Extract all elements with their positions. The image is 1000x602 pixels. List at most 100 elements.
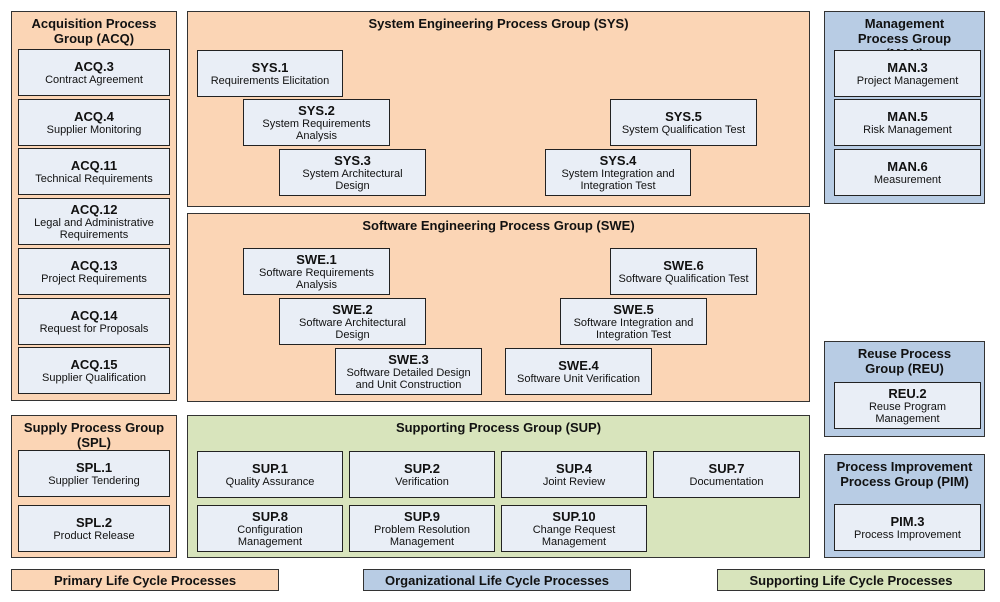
process-name: Software Architectural Design	[299, 316, 406, 341]
process-sup9[interactable]: SUP.9 Problem Resolution Management	[349, 505, 495, 552]
process-name: Software Requirements Analysis	[259, 266, 374, 291]
process-name: Software Unit Verification	[517, 372, 640, 385]
process-id: SYS.1	[251, 59, 289, 75]
process-name: Software Detailed Design and Unit Constr…	[346, 366, 471, 391]
process-name: Software Integration and Integration Tes…	[573, 316, 694, 341]
group-acq-title: Acquisition Process Group (ACQ)	[31, 16, 157, 46]
process-name: Quality Assurance	[225, 475, 315, 488]
process-id: ACQ.14	[70, 307, 118, 323]
process-name: Supplier Monitoring	[46, 123, 142, 136]
process-id: SPL.1	[75, 459, 113, 475]
process-acq11[interactable]: ACQ.11 Technical Requirements	[18, 148, 170, 195]
group-pim-title: Process Improvement Process Group (PIM)	[836, 459, 973, 489]
process-reu2[interactable]: REU.2 Reuse Program Management	[834, 382, 981, 429]
process-id: ACQ.4	[74, 108, 114, 124]
process-id: SYS.5	[665, 108, 702, 124]
process-id: SUP.10	[552, 508, 596, 524]
process-name: Process Improvement	[854, 528, 961, 541]
group-sup-title: Supporting Process Group (SUP)	[395, 420, 602, 435]
process-man3[interactable]: MAN.3 Project Management	[834, 50, 981, 97]
group-spl: Supply Process Group (SPL) SPL.1 Supplie…	[11, 415, 177, 558]
process-sys4[interactable]: SYS.4 System Integration and Integration…	[545, 149, 691, 196]
process-id: SWE.6	[663, 257, 704, 273]
process-sys1[interactable]: SYS.1 Requirements Elicitation	[197, 50, 343, 97]
process-name: Legal and Administrative Requirements	[34, 216, 154, 241]
process-id: SUP.8	[252, 508, 288, 524]
process-name: System Requirements Analysis	[262, 117, 371, 142]
process-id: SWE.5	[613, 301, 654, 317]
process-id: PIM.3	[890, 513, 925, 529]
process-acq13[interactable]: ACQ.13 Project Requirements	[18, 248, 170, 295]
process-id: ACQ.12	[70, 201, 118, 217]
process-name: Requirements Elicitation	[210, 74, 330, 87]
process-man5[interactable]: MAN.5 Risk Management	[834, 99, 981, 146]
process-sys3[interactable]: SYS.3 System Architectural Design	[279, 149, 426, 196]
group-acq: Acquisition Process Group (ACQ) ACQ.3 Co…	[11, 11, 177, 401]
process-name: Technical Requirements	[35, 172, 153, 185]
process-swe5[interactable]: SWE.5 Software Integration and Integrati…	[560, 298, 707, 345]
process-id: SYS.3	[334, 152, 371, 168]
process-sup4[interactable]: SUP.4 Joint Review	[501, 451, 647, 498]
process-swe2[interactable]: SWE.2 Software Architectural Design	[279, 298, 426, 345]
process-swe3[interactable]: SWE.3 Software Detailed Design and Unit …	[335, 348, 482, 395]
process-sup7[interactable]: SUP.7 Documentation	[653, 451, 800, 498]
group-swe-title: Software Engineering Process Group (SWE)	[362, 218, 635, 233]
process-id: ACQ.3	[74, 58, 114, 74]
process-man6[interactable]: MAN.6 Measurement	[834, 149, 981, 196]
process-name: Software Qualification Test	[618, 272, 749, 285]
process-name: Configuration Management	[237, 523, 303, 548]
process-sys2[interactable]: SYS.2 System Requirements Analysis	[243, 99, 390, 146]
group-man: Management Process Group (MAN) MAN.3 Pro…	[824, 11, 985, 204]
process-sys5[interactable]: SYS.5 System Qualification Test	[610, 99, 757, 146]
group-reu-title: Reuse Process Group (REU)	[857, 346, 952, 376]
process-id: SUP.4	[556, 460, 592, 476]
process-acq15[interactable]: ACQ.15 Supplier Qualification	[18, 347, 170, 394]
process-id: MAN.3	[887, 59, 928, 75]
process-sup10[interactable]: SUP.10 Change Request Management	[501, 505, 647, 552]
process-swe1[interactable]: SWE.1 Software Requirements Analysis	[243, 248, 390, 295]
process-acq3[interactable]: ACQ.3 Contract Agreement	[18, 49, 170, 96]
process-id: SUP.2	[404, 460, 440, 476]
group-sys: System Engineering Process Group (SYS) S…	[187, 11, 810, 207]
process-id: SWE.3	[388, 351, 429, 367]
process-sup1[interactable]: SUP.1 Quality Assurance	[197, 451, 343, 498]
legend-organizational: Organizational Life Cycle Processes	[363, 569, 631, 591]
process-id: SWE.1	[296, 251, 337, 267]
group-swe: Software Engineering Process Group (SWE)…	[187, 213, 810, 402]
process-acq14[interactable]: ACQ.14 Request for Proposals	[18, 298, 170, 345]
process-name: Product Release	[53, 529, 135, 542]
process-spl2[interactable]: SPL.2 Product Release	[18, 505, 170, 552]
process-spl1[interactable]: SPL.1 Supplier Tendering	[18, 450, 170, 497]
process-name: Contract Agreement	[45, 73, 143, 86]
process-name: System Integration and Integration Test	[561, 167, 675, 192]
process-name: Reuse Program Management	[868, 400, 947, 425]
group-reu: Reuse Process Group (REU) REU.2 Reuse Pr…	[824, 341, 985, 437]
process-id: SUP.7	[708, 460, 745, 476]
process-swe4[interactable]: SWE.4 Software Unit Verification	[505, 348, 652, 395]
process-name: Request for Proposals	[39, 322, 149, 335]
process-id: ACQ.13	[70, 257, 118, 273]
process-id: SPL.2	[75, 514, 113, 530]
process-name: Problem Resolution Management	[374, 523, 470, 548]
process-id: MAN.5	[887, 108, 928, 124]
process-acq4[interactable]: ACQ.4 Supplier Monitoring	[18, 99, 170, 146]
legend-supporting: Supporting Life Cycle Processes	[717, 569, 985, 591]
process-id: SUP.1	[252, 460, 288, 476]
process-name: Supplier Qualification	[42, 371, 146, 384]
group-pim: Process Improvement Process Group (PIM) …	[824, 454, 985, 558]
process-pim3[interactable]: PIM.3 Process Improvement	[834, 504, 981, 551]
process-id: SYS.4	[599, 152, 637, 168]
legend-primary: Primary Life Cycle Processes	[11, 569, 279, 591]
process-sup2[interactable]: SUP.2 Verification	[349, 451, 495, 498]
process-acq12[interactable]: ACQ.12 Legal and Administrative Requirem…	[18, 198, 170, 245]
process-sup8[interactable]: SUP.8 Configuration Management	[197, 505, 343, 552]
group-sup: Supporting Process Group (SUP) SUP.1 Qua…	[187, 415, 810, 558]
process-id: SYS.2	[298, 102, 335, 118]
group-spl-title: Supply Process Group (SPL)	[23, 420, 165, 450]
process-id: ACQ.11	[70, 157, 118, 173]
process-swe6[interactable]: SWE.6 Software Qualification Test	[610, 248, 757, 295]
process-name: Project Requirements	[41, 272, 147, 285]
process-name: System Architectural Design	[302, 167, 403, 192]
process-name: Risk Management	[863, 123, 952, 136]
process-id: MAN.6	[887, 158, 928, 174]
